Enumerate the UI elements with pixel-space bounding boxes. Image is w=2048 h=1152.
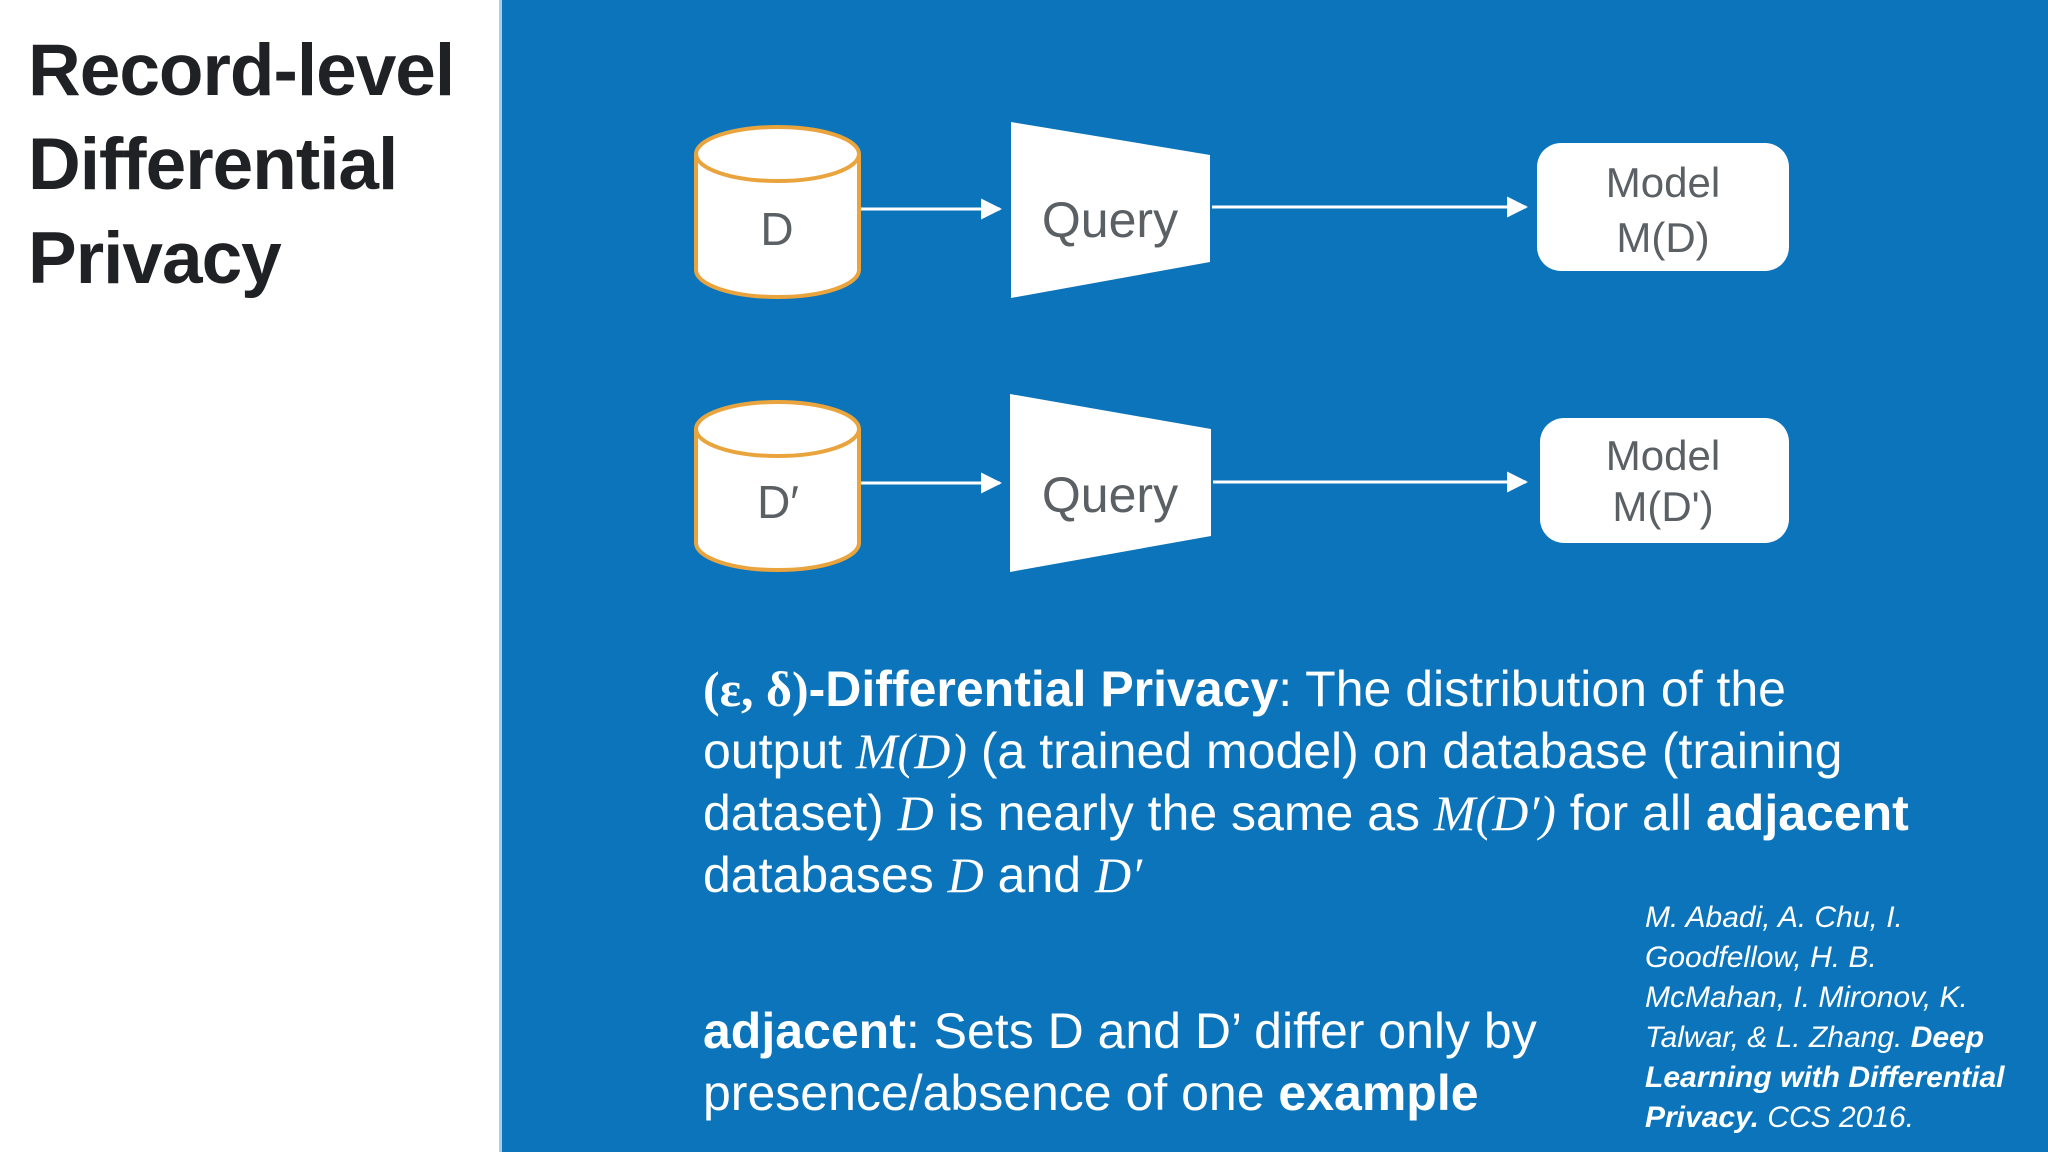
text-segment: databases [703, 847, 948, 903]
text-line: Learning with Differential [1645, 1058, 2005, 1098]
text-segment: CCS 2016. [1758, 1101, 1915, 1134]
text-line: M. Abadi, A. Chu, I. [1645, 898, 2005, 938]
text-segment: D′ [1094, 847, 1143, 903]
text-segment: adjacent [1705, 785, 1909, 841]
text-segment: Learning with Differential [1645, 1061, 2005, 1094]
citation-text: M. Abadi, A. Chu, I. Goodfellow, H. B. McM… [1645, 898, 2005, 1138]
text-segment: (a trained model) on database (training [966, 723, 1843, 779]
text-line: output M(D) (a trained model) on databas… [703, 720, 1909, 782]
text-segment: and [983, 847, 1095, 903]
text-segment: : The distribution of the [1278, 661, 1786, 717]
text-segment: is nearly the same as [933, 785, 1434, 841]
text-line: dataset) D is nearly the same as M(D′) f… [703, 782, 1909, 844]
text-line: Goodfellow, H. B. [1645, 938, 2005, 978]
text-line: adjacent: Sets D and D’ differ only by [703, 1000, 1537, 1062]
text-segment: D [947, 847, 984, 903]
text-segment: McMahan, I. Mironov, K. [1645, 981, 1968, 1014]
text-segment: D [897, 785, 934, 841]
text-segment: M. Abadi, A. Chu, I. [1645, 901, 1903, 934]
text-segment: Talwar, & L. Zhang. [1645, 1021, 1911, 1054]
text-line: McMahan, I. Mironov, K. [1645, 978, 2005, 1018]
text-segment: output [703, 723, 856, 779]
text-segment: M(D) [855, 723, 967, 779]
text-line: Talwar, & L. Zhang. Deep [1645, 1018, 2005, 1058]
text-segment: : Sets D and D’ differ only by [905, 1003, 1537, 1059]
text-segment: M(D′) [1433, 785, 1556, 841]
text-segment: presence/absence of one [703, 1065, 1279, 1121]
text-line: databases D and D′ [703, 844, 1909, 906]
text-line: (ε, δ)-Differential Privacy: The distrib… [703, 658, 1909, 720]
text-segment: Deep [1910, 1021, 1985, 1054]
title-panel: Record-level Differential Privacy [0, 0, 499, 1152]
text-segment: Privacy. [1645, 1101, 1759, 1134]
text-line: Privacy. CCS 2016. [1645, 1098, 2005, 1138]
text-segment: dataset) [703, 785, 898, 841]
text-segment: example [1278, 1065, 1479, 1121]
text-line: presence/absence of one example [703, 1062, 1537, 1124]
dp-definition-text: (ε, δ)-Differential Privacy: The distrib… [703, 658, 1909, 906]
text-segment: (ε, δ) [703, 661, 809, 717]
text-segment: Goodfellow, H. B. [1645, 941, 1877, 974]
text-segment: for all [1555, 785, 1706, 841]
text-segment: adjacent [703, 1003, 906, 1059]
text-segment: -Differential Privacy [808, 661, 1279, 717]
slide-title: Record-level Differential Privacy [28, 30, 455, 299]
